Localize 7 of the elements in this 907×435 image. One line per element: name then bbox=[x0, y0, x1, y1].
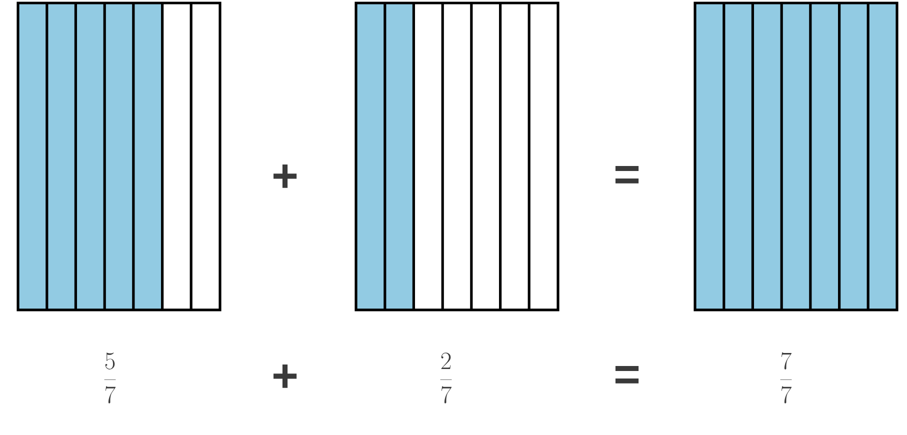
operator-sign: = bbox=[615, 166, 639, 184]
fraction: $\frac{2}{7}$ bbox=[440, 352, 452, 404]
fraction: $\frac{7}{7}$ bbox=[780, 352, 792, 404]
operator-sign: + bbox=[274, 164, 297, 188]
operator-sign: = bbox=[615, 366, 639, 384]
operator-sign: + bbox=[274, 364, 297, 388]
fraction: $\frac{5}{7}$ bbox=[104, 352, 116, 404]
